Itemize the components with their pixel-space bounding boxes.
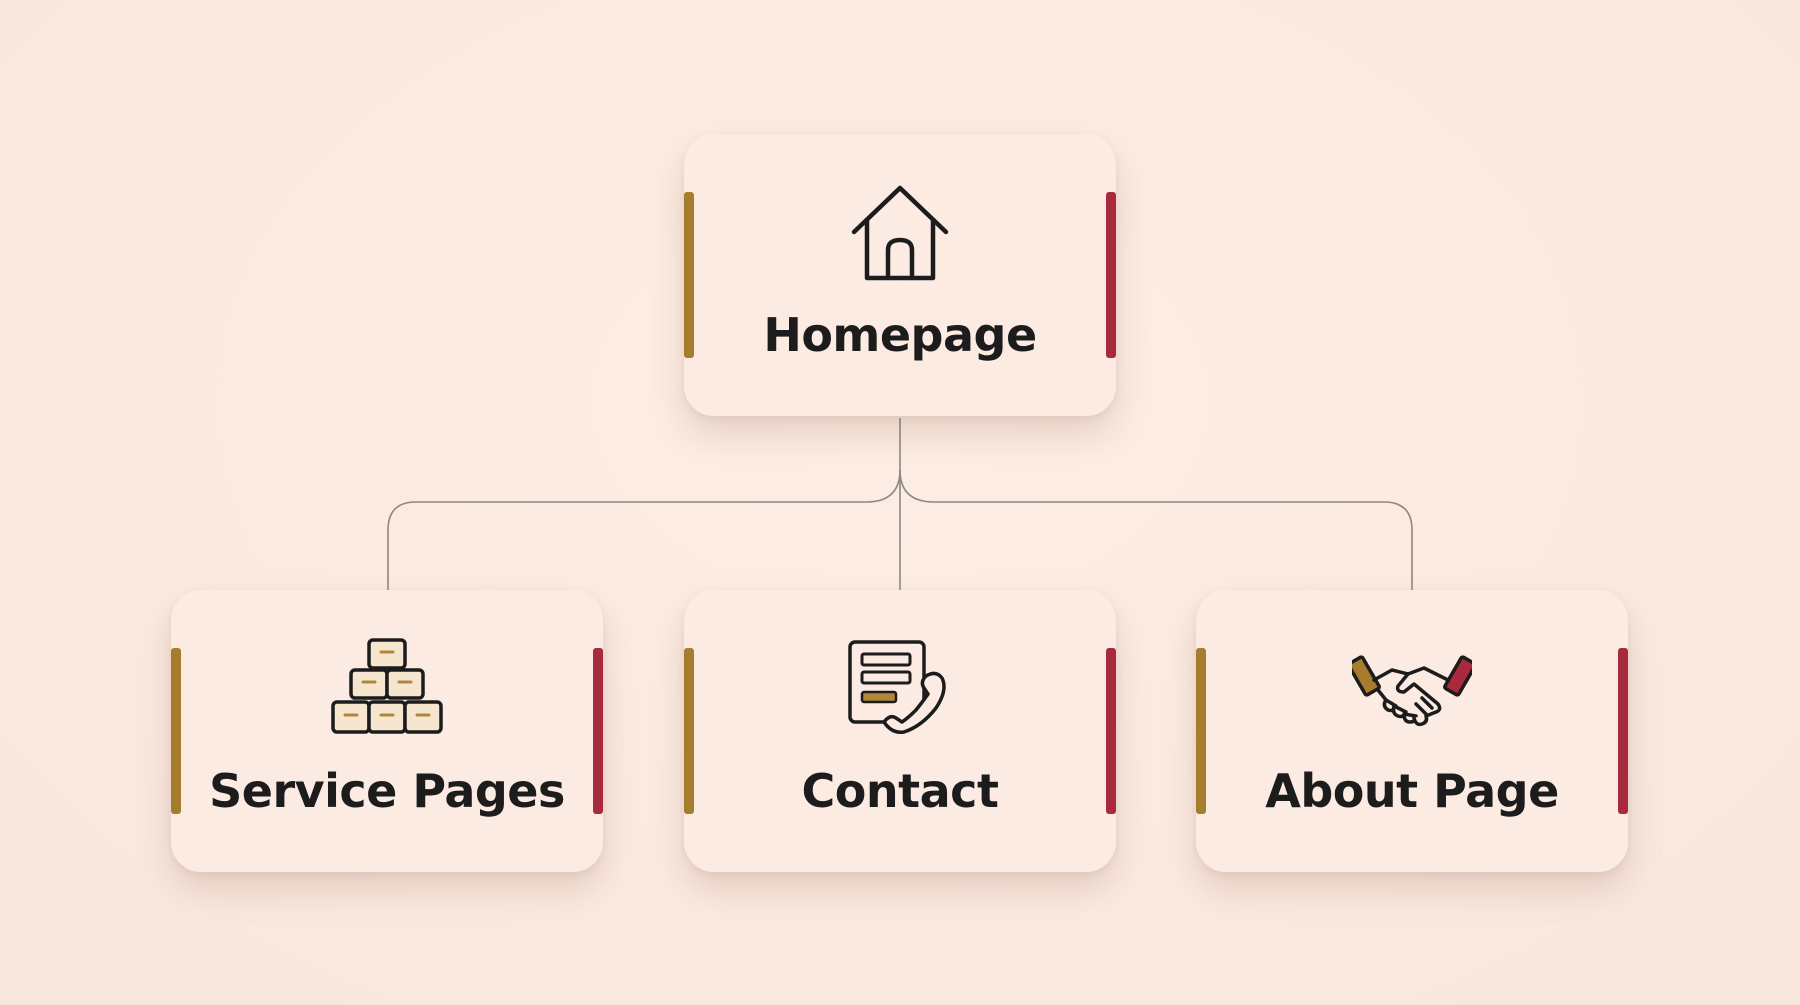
accent-bar-right [1106,192,1116,358]
contact-form-phone-icon [840,638,960,742]
node-label-about-page: About Page [1265,764,1559,818]
node-label-homepage: Homepage [763,308,1037,362]
accent-bar-left [684,192,694,358]
handshake-icon [1352,638,1472,742]
node-label-service-pages: Service Pages [209,764,565,818]
node-label-contact: Contact [801,764,999,818]
connector-to-service-pages [387,469,901,590]
accent-bar-right [593,648,603,814]
node-service-pages: Service Pages [171,590,603,872]
stacked-boxes-icon [327,638,447,742]
accent-bar-left [1196,648,1206,814]
node-contact: Contact [684,590,1116,872]
node-about-page: About Page [1196,590,1628,872]
accent-bar-right [1618,648,1628,814]
accent-bar-left [684,648,694,814]
node-homepage: Homepage [684,134,1116,416]
accent-bar-right [1106,648,1116,814]
house-icon [840,182,960,286]
connector-to-about-page [899,469,1413,590]
accent-bar-left [171,648,181,814]
